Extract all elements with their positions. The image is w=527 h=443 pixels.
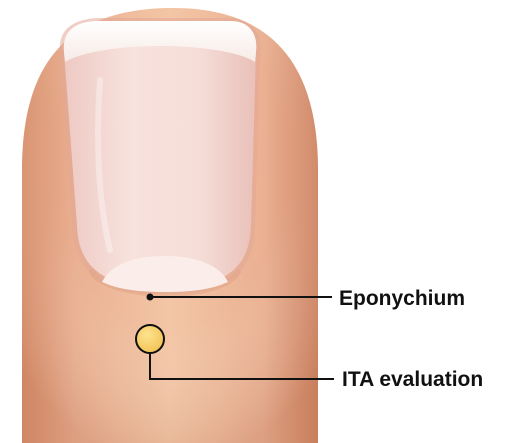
ita-measurement-marker — [136, 325, 164, 353]
ita-evaluation-label: ITA evaluation — [342, 369, 483, 390]
eponychium-label: Eponychium — [339, 288, 465, 309]
nail-plate — [64, 21, 257, 288]
nail — [60, 18, 260, 294]
